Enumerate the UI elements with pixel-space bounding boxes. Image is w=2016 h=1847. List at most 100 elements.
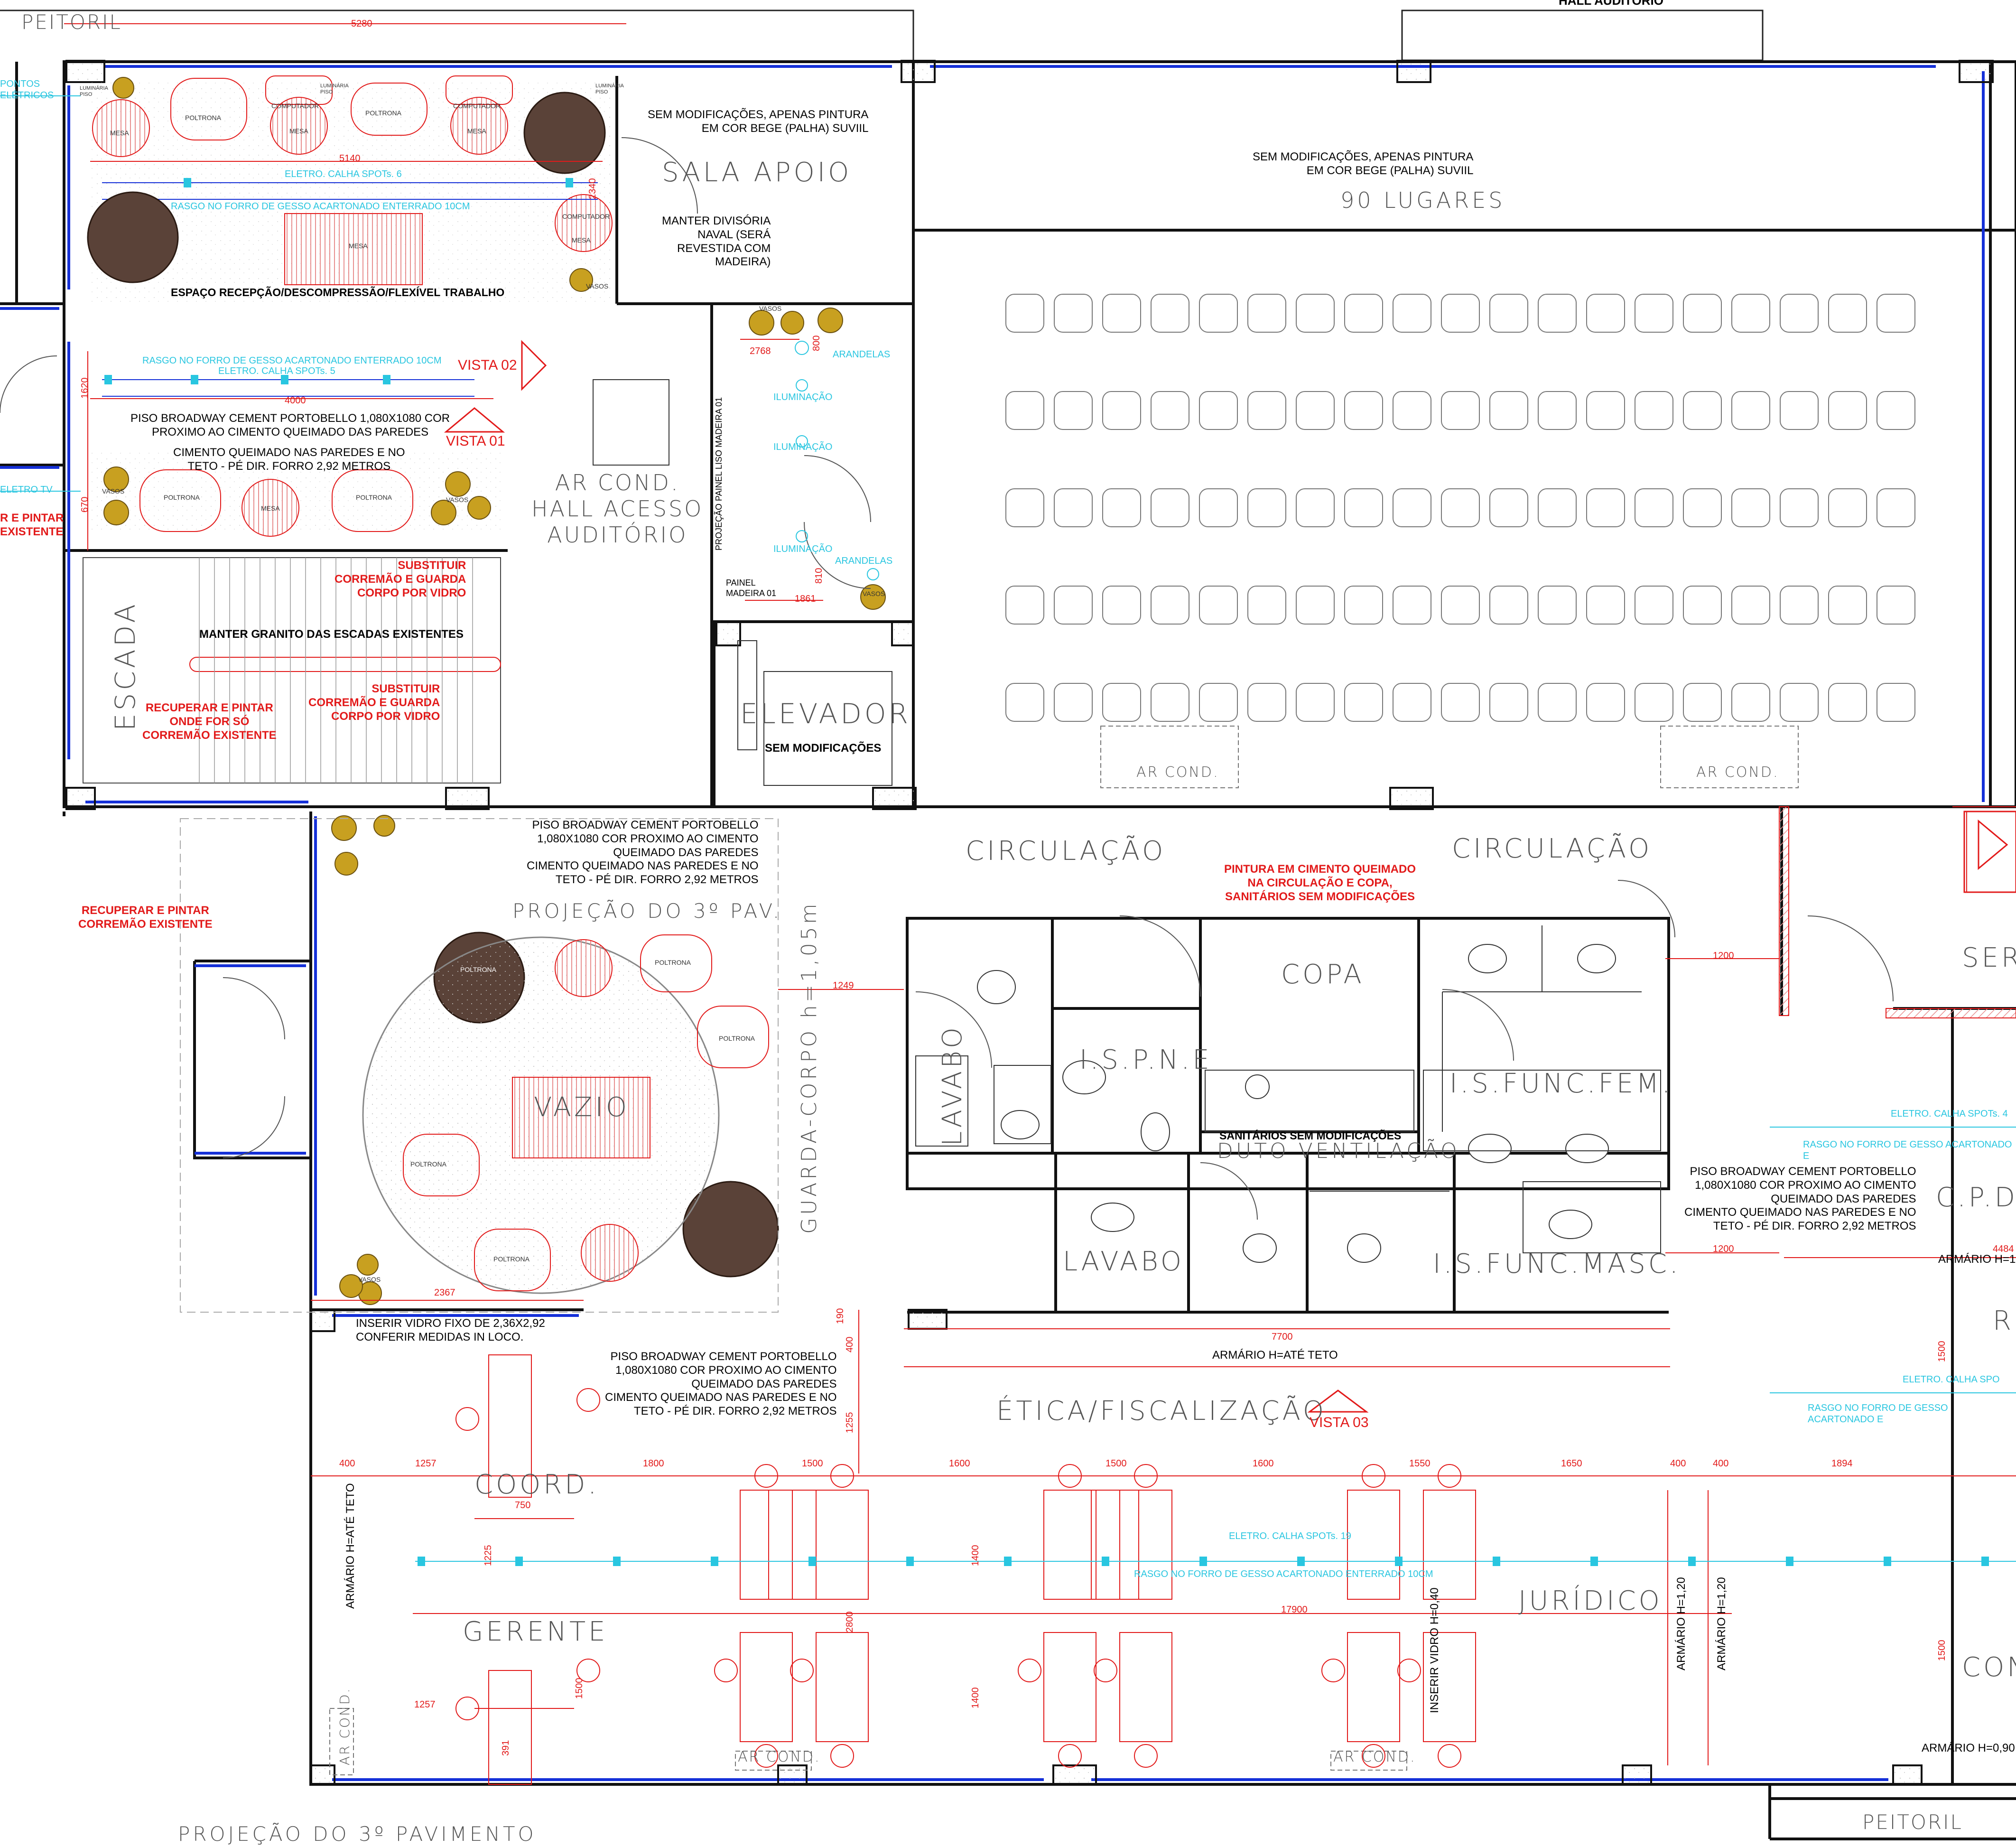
- plant: [112, 77, 134, 99]
- note-armario-120b: ARMÁRIO H=1,20: [1715, 1577, 1728, 1670]
- plant: [373, 815, 395, 837]
- seat: [1828, 586, 1867, 625]
- seat: [1586, 391, 1625, 430]
- spot-light: [1297, 1557, 1305, 1566]
- seat: [1054, 488, 1093, 527]
- room-lavabo-1: LAVABO: [937, 1024, 968, 1146]
- workstation: [740, 1490, 793, 1600]
- workstations: [455, 1354, 1476, 1785]
- plant: [749, 310, 774, 336]
- seat: [1247, 586, 1286, 625]
- dim-1257-b: 1257: [414, 1699, 436, 1710]
- note-sem-mod-elevador: SEM MODIFICAÇÕES: [765, 742, 882, 755]
- peitoril-bottom: PEITORIL: [1862, 1810, 1963, 1834]
- red-note-substituir-1: SUBSTITUIR CORREMÃO E GUARDA CORPO POR V…: [334, 559, 466, 599]
- workstation: [1423, 1490, 1476, 1600]
- label-guarda-corpo: GUARDA-CORPO h=1,05m: [797, 901, 821, 1234]
- seat: [1151, 683, 1189, 722]
- label-vasos-3: VASOS: [446, 496, 469, 504]
- dim-1500-r: 1500: [1937, 1341, 1947, 1362]
- dim-670: 670: [80, 496, 90, 513]
- dim-810: 810: [814, 568, 824, 584]
- dim-1225: 1225: [483, 1545, 493, 1567]
- seat: [1683, 294, 1722, 333]
- spot-light: [1004, 1557, 1012, 1566]
- spot-light: [1395, 1557, 1403, 1566]
- seat: [1102, 391, 1141, 430]
- note-piso-2: PISO BROADWAY CEMENT PORTOBELLO 1,080X10…: [527, 819, 759, 886]
- note-armario-teto: ARMÁRIO H=ATÉ TETO: [1212, 1349, 1338, 1362]
- workstation: [1043, 1632, 1096, 1742]
- spot-light: [1688, 1557, 1696, 1566]
- cyan-rasgo-4: RASGO NO FORRO DE GESSO ACARTONADO E: [1803, 1139, 2012, 1161]
- elevator-car: [593, 379, 892, 786]
- ac-label-5: AR COND.: [337, 1687, 353, 1765]
- plant: [103, 500, 129, 525]
- cyan-rasgo-2: RASGO NO FORRO DE GESSO ACARTONADO ENTER…: [142, 355, 442, 366]
- spot-light: [1590, 1557, 1598, 1566]
- dim-office-row: 1257: [415, 1458, 437, 1469]
- spot-light: [566, 178, 573, 187]
- seat: [1151, 391, 1189, 430]
- seat: [1247, 683, 1286, 722]
- label-poltrona-3: POLTRONA: [164, 494, 200, 501]
- dim-office-row: 400: [339, 1458, 355, 1469]
- office-chair: [1321, 1659, 1345, 1682]
- seat: [1489, 294, 1528, 333]
- seat: [1005, 586, 1044, 625]
- seat: [1586, 683, 1625, 722]
- label-poltrona-5: POLTRONA: [655, 959, 691, 966]
- dim-7700: 7700: [1272, 1332, 1293, 1342]
- dim-office-row: 1650: [1561, 1458, 1582, 1469]
- room-gerente: GERENTE: [463, 1616, 608, 1647]
- workstation: [1119, 1490, 1172, 1600]
- seat: [1877, 294, 1915, 333]
- room-cpd: C.P.D: [1936, 1182, 2016, 1213]
- cyan-rasgo-3: RASGO NO FORRO DE GESSO ACARTONADO ENTER…: [1134, 1569, 1433, 1579]
- view-label-02: VISTA 02: [458, 357, 517, 373]
- dim-1400-a: 1400: [970, 1545, 981, 1567]
- seat: [1877, 683, 1915, 722]
- label-luminaria-1: LUMINÁRIA PISO: [80, 85, 108, 98]
- spot-light: [1786, 1557, 1793, 1566]
- spot-light: [1199, 1557, 1207, 1566]
- cyan-calha-3: ELETRO. CALHA SPOTs. 19: [1229, 1531, 1351, 1541]
- plant: [818, 308, 843, 333]
- dim-1255: 1255: [845, 1412, 855, 1434]
- seat: [1538, 294, 1577, 333]
- seat: [1731, 391, 1770, 430]
- office-chair: [1438, 1744, 1461, 1768]
- seat: [1635, 488, 1673, 527]
- dim-1500-v: 1500: [574, 1678, 585, 1699]
- cyan-eletro-tv: ELETRO TV: [0, 485, 53, 495]
- dim-1200-a: 1200: [1713, 951, 1734, 961]
- red-note-pintar-left: R E PINTAR EXISTENTE: [0, 512, 64, 538]
- seat: [1586, 488, 1625, 527]
- note-manter-granito: MANTER GRANITO DAS ESCADAS EXISTENTES: [199, 628, 464, 641]
- seat: [1635, 294, 1673, 333]
- seat: [1393, 683, 1431, 722]
- seat: [1102, 586, 1141, 625]
- seat: [1538, 586, 1577, 625]
- note-piso-3: PISO BROADWAY CEMENT PORTOBELLO 1,080X10…: [1684, 1165, 1916, 1233]
- seat: [1780, 391, 1819, 430]
- columns: [65, 60, 1994, 1785]
- dim-5280: 5280: [351, 19, 372, 29]
- room-circulacao-2: CIRCULAÇÃO: [1452, 833, 1653, 864]
- dim-1400-b: 1400: [970, 1687, 981, 1709]
- view-markers: [444, 340, 2016, 1413]
- cyan-rasgo-5: RASGO NO FORRO DE GESSO ACARTONADO E: [1808, 1403, 1948, 1425]
- spot-light: [1884, 1557, 1891, 1566]
- seat: [1586, 586, 1625, 625]
- label-computador-2: COMPUTADOR: [453, 102, 501, 110]
- stairs: [83, 557, 501, 784]
- upper-boundary: [0, 9, 1764, 62]
- room-circulacao-1: CIRCULAÇÃO: [966, 836, 1166, 867]
- seat: [1102, 294, 1141, 333]
- label-computador-1: COMPUTADOR: [271, 102, 319, 110]
- label-projecao-3pavimento: PROJEÇÃO DO 3º PAVIMENTO: [178, 1822, 537, 1846]
- room-r: R: [1993, 1306, 2014, 1336]
- spot-light: [515, 1557, 523, 1566]
- seat: [1877, 391, 1915, 430]
- dim-190: 190: [835, 1308, 845, 1324]
